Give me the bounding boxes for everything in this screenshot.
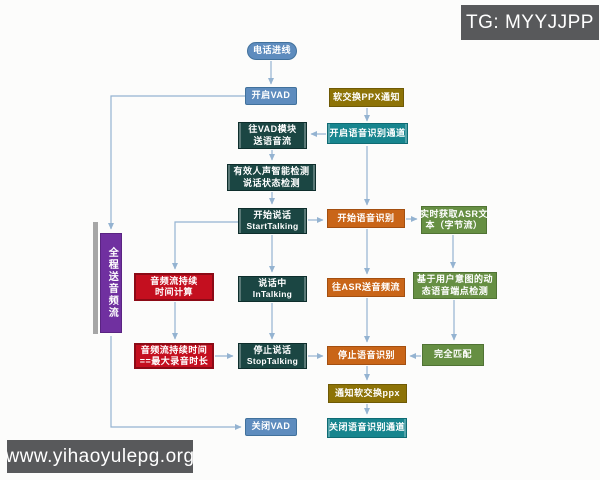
watermark-text: TG: MYYJJPP: [466, 11, 594, 33]
node-label: 开启VAD: [251, 90, 291, 101]
node-label: 关闭语音识别通道: [328, 422, 405, 433]
node-label: 电话进线: [252, 45, 291, 56]
node-label-en: InTalking: [252, 289, 293, 300]
node-label: 全程送音频流: [106, 247, 118, 319]
node-start-asr: 开始语音识别: [327, 209, 405, 228]
node-label-en: StartTalking: [246, 221, 299, 232]
node-label: 实时获取ASR文: [420, 208, 489, 219]
node-send-to-vad: 往VAD模块 送语音流: [238, 122, 307, 149]
node-label: 本（字节流）: [425, 220, 483, 230]
node-label: 软交换PPX通知: [332, 91, 400, 102]
node-softswitch-ppx-notify: 软交换PPX通知: [329, 88, 404, 107]
node-label-en: StopTalking: [246, 356, 299, 367]
node-close-vad: 关闭VAD: [245, 418, 297, 436]
watermark-telegram: TG: MYYJJPP: [461, 5, 599, 40]
node-full-stream: 全程送音频流: [100, 233, 122, 333]
node-close-asr-channel: 关闭语音识别通道: [327, 418, 407, 438]
node-label: 通知软交换ppx: [334, 387, 400, 398]
node-label: 态语音端点检测: [421, 285, 489, 296]
node-label: ==最大录音时长: [139, 356, 209, 366]
node-stop-talking: 停止说话 StopTalking: [238, 343, 307, 369]
node-label: 说话状态检测: [242, 177, 300, 188]
node-duration-equals-max: 音频流持续时间 ==最大录音时长: [134, 343, 214, 369]
node-label: 开启语音识别通道: [329, 127, 406, 138]
node-label: 音频流持续时间: [140, 344, 208, 355]
node-open-asr-channel: 开启语音识别通道: [327, 123, 408, 144]
node-label: 时间计算: [154, 287, 193, 297]
watermark-text: www.yihaoyulepg.org: [5, 445, 195, 467]
node-label: 音频流持续: [150, 275, 198, 286]
node-notify-softswitch: 通知软交换ppx: [328, 384, 407, 403]
node-label: 停止说话: [253, 345, 292, 356]
node-label: 有效人声智能检测: [233, 166, 310, 177]
node-label: 说话中: [258, 278, 287, 289]
node-intent-endpoint-detect: 基于用户意图的动 态语音端点检测: [413, 272, 497, 299]
node-asr-text-realtime: 实时获取ASR文 本（字节流）: [420, 206, 489, 234]
node-label: 完全匹配: [433, 349, 472, 360]
node-in-talking: 说话中 InTalking: [238, 276, 307, 302]
node-label: 关闭VAD: [251, 421, 291, 432]
watermark-url: www.yihaoyulepg.org: [5, 440, 195, 473]
node-stop-asr: 停止语音识别: [327, 346, 406, 365]
left-rail-bar: [93, 222, 98, 334]
node-valid-voice-detect: 有效人声智能检测 说话状态检测: [227, 164, 316, 191]
node-label: 开始说话: [253, 210, 292, 221]
node-send-asr-stream: 往ASR送音频流: [327, 278, 405, 297]
node-label: 往ASR送音频流: [331, 281, 400, 292]
node-open-vad: 开启VAD: [245, 87, 297, 105]
node-label: 送语音流: [253, 135, 292, 146]
node-label: 基于用户意图的动: [416, 274, 493, 285]
node-label: 往VAD模块: [248, 124, 297, 135]
node-call-in: 电话进线: [247, 42, 297, 60]
node-duration-calc: 音频流持续 时间计算: [134, 273, 214, 301]
node-full-match: 完全匹配: [422, 344, 484, 366]
node-label: 开始语音识别: [337, 212, 395, 223]
node-label: 停止语音识别: [337, 349, 395, 360]
node-start-talking: 开始说话 StartTalking: [238, 208, 307, 234]
